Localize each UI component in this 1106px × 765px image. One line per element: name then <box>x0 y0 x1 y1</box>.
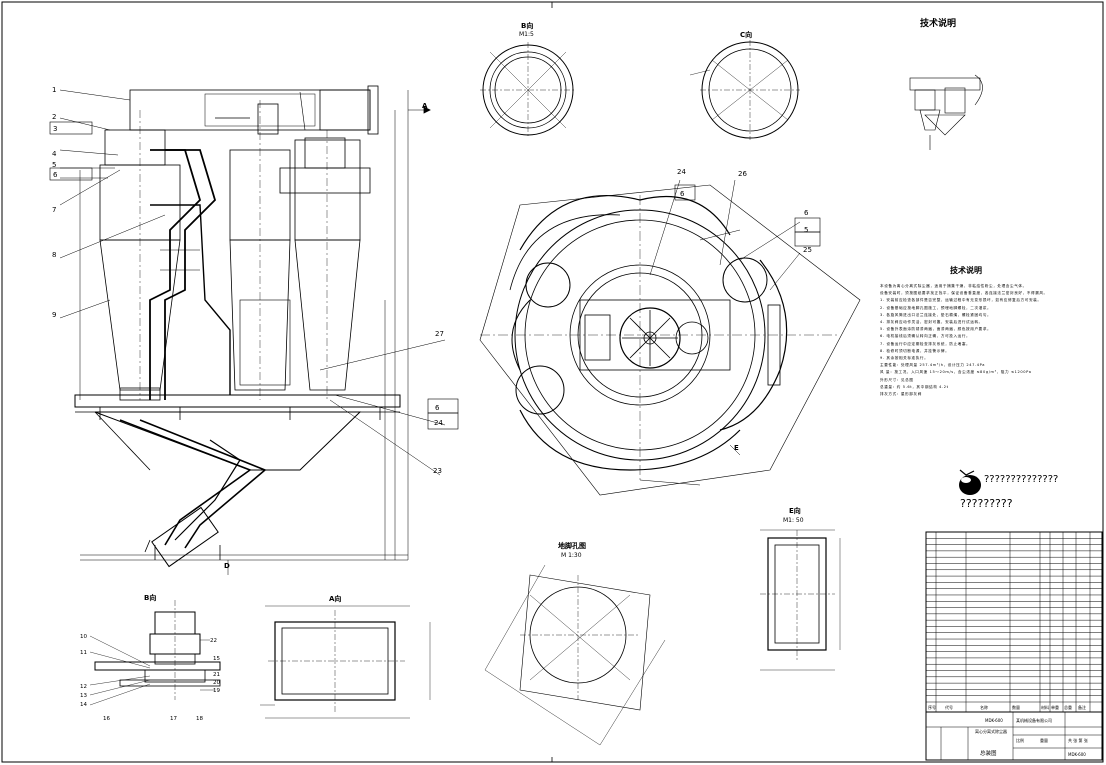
b-view-title: B向 <box>521 21 533 30</box>
tech-note-line: 3. 各旋风筒进出口法兰连接处，垫石棉绳，螺栓紧固均匀。 <box>880 312 992 317</box>
title-drawing-no: MDK-600 <box>985 718 1003 723</box>
plan-balloon-5: 5 <box>804 226 808 234</box>
title-block: 序号 代号 名称 数量 材料 单重 总重 备注 MDK-600 离心分离式除尘器… <box>928 704 1088 757</box>
parts-header-name: 名称 <box>980 704 988 710</box>
tech-note-line: 主要性能：处理风量 257.4m³/h，设计压力 247.4Pa <box>880 363 986 368</box>
parts-list <box>925 531 1103 761</box>
tech-note-line: 排灰方式：星形卸灰阀 <box>880 392 922 397</box>
c-view-flange <box>689 40 800 140</box>
plan-view <box>479 179 861 496</box>
balloon-3: 3 <box>53 125 57 133</box>
title-weight-label: 重量 <box>1040 737 1048 743</box>
b-view-flange <box>480 42 576 138</box>
bview-balloon-16: 16 <box>103 716 110 722</box>
bview-balloon-17: 17 <box>170 716 177 722</box>
bview-balloon-21: 21 <box>213 672 220 678</box>
parts-header-seq: 序号 <box>928 704 936 710</box>
bview-balloon-18: 18 <box>196 716 203 722</box>
tech-note-line: 设备安装时，须按图纸要求找正找平，保证设备垂直度，各连接法兰密封良好，不得漏风。 <box>880 291 1048 296</box>
tech-note-line: 1. 安装前应检查各部件是否完整，运输过程中有无变形损坏，如有应修复后方可安装。 <box>880 298 1042 303</box>
balloon-24: 24 <box>434 419 443 427</box>
parts-header-code: 代号 <box>945 704 953 710</box>
thumbnail-elevation <box>909 74 983 150</box>
title-sheet-label: 总装图 <box>980 749 997 757</box>
plan-balloon-26: 26 <box>738 170 747 178</box>
tech-note-line: 4. 排灰阀应动作灵活，密封可靠，安装后进行试运转。 <box>880 320 983 325</box>
balloon-4: 4 <box>52 150 57 158</box>
title-name: 离心分离式除尘器 <box>975 728 1007 734</box>
bview-balloons: 10 11 12 13 14 15 16 17 18 19 20 21 22 <box>80 634 220 722</box>
plan-balloon-6b: 6 <box>804 209 809 217</box>
anchor-plan-title: 地脚孔图 <box>558 541 586 550</box>
b-view-bottom-title: B向 <box>144 593 156 602</box>
anchor-hole-plan <box>484 564 666 746</box>
parts-header-total-weight: 总重 <box>1064 704 1072 710</box>
tech-note-line: 风 量：按工况，入口风速 15～20m/s，含尘浓度 ≤80g/m³，阻力 ≤1… <box>880 370 1032 375</box>
tech-note-line: 7. 设备运行中应定期检查排灰系统，防止堵塞。 <box>880 341 971 346</box>
anchor-plan-scale: M 1:30 <box>561 552 582 559</box>
bview-balloon-20: 20 <box>213 680 220 686</box>
company-logo <box>959 469 981 495</box>
balloon-7: 7 <box>52 206 56 214</box>
title-company: 某机械设备有限公司 <box>1016 717 1052 723</box>
balloon-1: 1 <box>52 86 56 94</box>
plan-balloon-25: 25 <box>803 246 812 254</box>
technical-notes: 本设备为离心分离式除尘器，适用于捕集干燥、非粘结性粉尘，处理含尘气体。设备安装时… <box>880 283 1085 461</box>
bview-balloon-14: 14 <box>80 702 87 708</box>
bview-balloon-22: 22 <box>210 638 217 644</box>
tech-note-line: 8. 检修时须切断电源，并挂警示牌。 <box>880 348 950 353</box>
tech-note-line: 5. 设备外表面涂防锈漆两遍，面漆两遍，颜色按用户要求。 <box>880 327 992 332</box>
e-view-scale: M1: 50 <box>783 517 804 524</box>
title-scale-label: 比例 <box>1016 737 1024 743</box>
b-view-scale: M1:5 <box>519 31 534 38</box>
bview-balloon-13: 13 <box>80 693 87 699</box>
balloon-23: 23 <box>433 467 442 475</box>
tech-title-mid: 技术说明 <box>950 265 982 275</box>
marker-d: D <box>224 562 230 570</box>
b-view-motor <box>89 600 221 706</box>
c-view-title: C向 <box>740 30 752 39</box>
tech-note-line: 本设备为离心分离式除尘器，适用于捕集干燥、非粘结性粉尘，处理含尘气体。 <box>880 284 1027 288</box>
tech-note-line: 外形尺寸：见总图 <box>880 377 914 382</box>
e-view-title: E向 <box>789 506 801 515</box>
tech-note-line: 2. 设备基础应按地脚孔图施工，预埋地脚螺栓，二次灌浆。 <box>880 305 992 310</box>
parts-header-remarks: 备注 <box>1078 704 1086 710</box>
a-view-title: A向 <box>329 594 341 603</box>
tech-title-top: 技术说明 <box>920 17 956 29</box>
main-elevation-view <box>49 85 459 575</box>
tech-note-line: 总重量：约 5.6t，其中钢结构 4.2t <box>880 384 949 389</box>
balloon-9: 9 <box>52 311 56 319</box>
balloon-2: 2 <box>52 113 56 121</box>
balloon-5: 5 <box>52 161 56 169</box>
plan-balloon-24: 24 <box>677 168 686 176</box>
parts-header-qty: 数量 <box>1012 704 1020 710</box>
balloon-8: 8 <box>52 251 56 259</box>
bview-balloon-10: 10 <box>80 634 87 640</box>
balloon-6-right: 6 <box>435 404 440 412</box>
parts-header-material: 材料 <box>1041 704 1049 710</box>
balloon-6: 6 <box>53 171 58 179</box>
logo-caption-2: ????????? <box>960 497 1013 510</box>
tech-note-line: 6. 电机接线后须确认转向正确，方可投入运行。 <box>880 334 971 339</box>
a-view <box>260 605 431 719</box>
tech-note-line: 9. 其余按相关标准执行。 <box>880 356 929 361</box>
e-view <box>760 529 841 671</box>
plan-balloon-6a: 6 <box>680 190 685 198</box>
marker-a: A <box>422 102 428 110</box>
bview-balloon-11: 11 <box>80 650 87 656</box>
title-code: MDK-600 <box>1068 752 1086 757</box>
bview-balloon-12: 12 <box>80 684 87 690</box>
marker-e: E <box>734 444 739 452</box>
logo-caption-1: ?????????????? <box>984 474 1059 485</box>
bview-balloon-15: 15 <box>213 656 220 662</box>
balloon-27: 27 <box>435 330 444 338</box>
title-sheet-no: 共 张 第 张 <box>1068 737 1088 743</box>
bview-balloon-19: 19 <box>213 688 220 694</box>
parts-header-unit-weight: 单重 <box>1051 704 1059 710</box>
